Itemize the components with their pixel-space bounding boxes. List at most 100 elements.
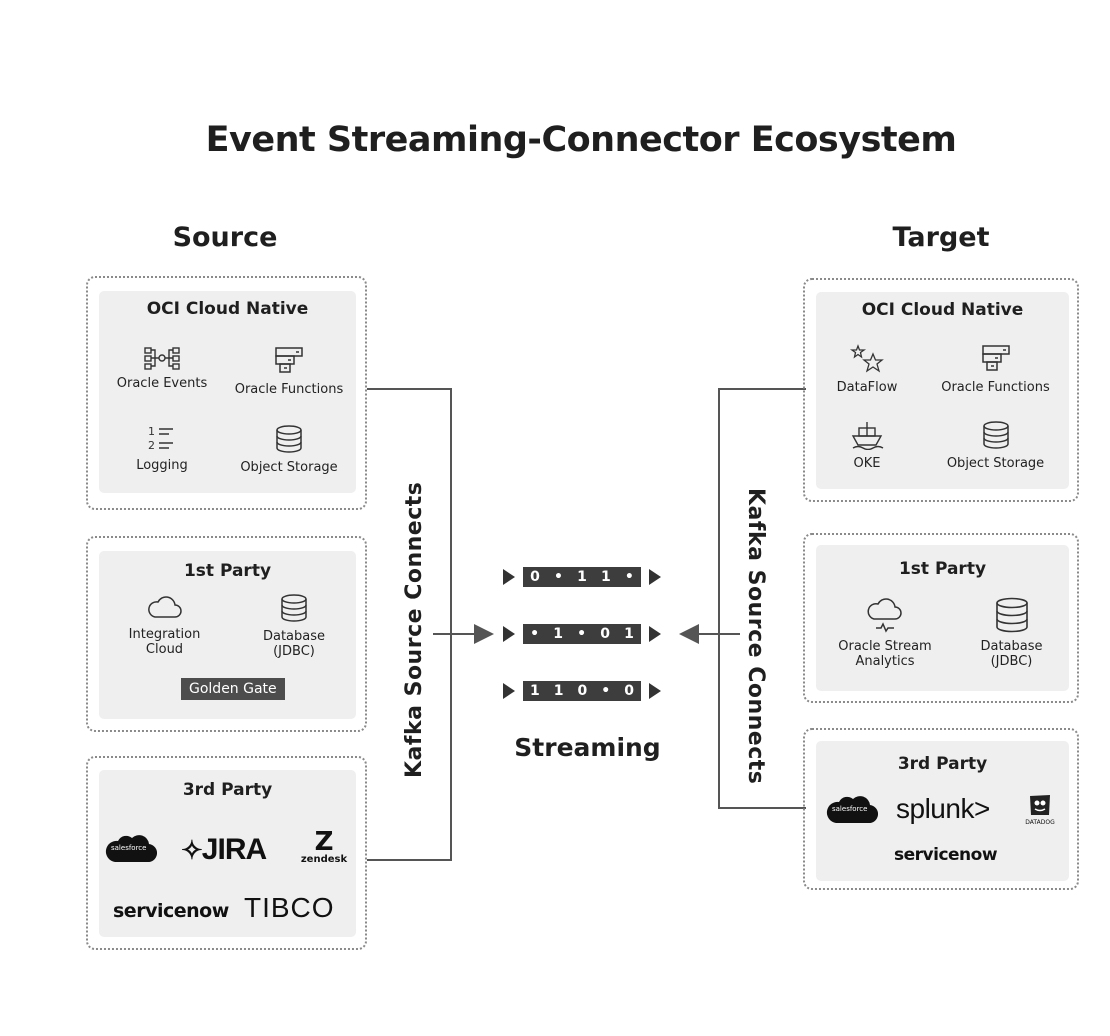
item-label: Logging — [136, 458, 188, 473]
queue-cell: • — [553, 569, 563, 585]
source-first-party-panel: 1st Party Integration Cloud Database (JD… — [99, 551, 356, 719]
splunk-logo: splunk> — [896, 793, 990, 824]
queue-cell: 0 — [577, 683, 588, 699]
oracle-events-item: Oracle Events — [107, 346, 217, 391]
svg-text:2: 2 — [148, 439, 155, 452]
queue-arrow-icon — [649, 569, 661, 585]
diagram-title: Event Streaming-Connector Ecosystem — [205, 120, 957, 160]
database-icon — [276, 425, 302, 453]
target-oci-panel: OCI Cloud Native DataFlow Oracle Functio… — [816, 292, 1069, 489]
oracle-functions-item: Oracle Functions — [229, 346, 349, 397]
queue-arrow-icon — [503, 683, 515, 699]
queue-cell: 0 — [600, 626, 610, 642]
target-heading: Target — [892, 222, 990, 253]
functions-icon — [981, 345, 1010, 371]
queue-cell: 0 — [624, 683, 634, 699]
source-oci-panel: OCI Cloud Native Oracle Events Oracle Fu… — [99, 291, 356, 493]
logging-icon: 12 — [148, 425, 173, 452]
panel-title: 1st Party — [898, 559, 987, 579]
salesforce-logo: salesforce — [105, 832, 158, 866]
object-storage-item: Object Storage — [928, 420, 1063, 471]
item-label: Oracle Functions — [234, 382, 344, 397]
source-heading: Source — [172, 222, 278, 253]
item-label: DataFlow — [836, 380, 898, 395]
panel-title: OCI Cloud Native — [146, 299, 309, 319]
cloud-icon — [147, 596, 182, 618]
oke-item: OKE — [822, 420, 912, 471]
target-third-party-group: 3rd Party salesforce splunk> DATADOG ser… — [803, 728, 1079, 890]
servicenow-logo: servicenow — [894, 845, 998, 865]
panel-title: 3rd Party — [182, 780, 273, 800]
panel-title: 3rd Party — [897, 754, 988, 774]
queue-cell: 1 — [601, 569, 611, 585]
salesforce-cloud-icon — [826, 796, 879, 824]
target-third-party-panel: 3rd Party salesforce splunk> DATADOG ser… — [816, 741, 1069, 881]
dataflow-item: DataFlow — [822, 344, 912, 395]
item-label: Database (JDBC) — [980, 639, 1043, 669]
item-label: OKE — [853, 456, 881, 471]
database-icon — [995, 597, 1028, 633]
queue-cell: • — [601, 683, 611, 699]
item-label: Oracle Events — [116, 376, 208, 391]
queue-arrow-icon — [649, 626, 661, 642]
oracle-stream-analytics-item: Oracle Stream Analytics — [830, 597, 940, 669]
item-label: Object Storage — [946, 456, 1045, 471]
queue-cell: • — [530, 626, 540, 642]
target-bracket-line — [718, 388, 806, 809]
salesforce-cloud-icon — [105, 835, 158, 863]
streaming-label: Streaming — [514, 733, 661, 762]
panel-title: 1st Party — [183, 561, 272, 581]
panel-title: OCI Cloud Native — [861, 300, 1024, 320]
golden-gate-badge: Golden Gate — [181, 678, 285, 700]
queue-cell: 1 — [530, 683, 540, 699]
jira-logo: ✧JIRA — [181, 833, 267, 866]
salesforce-logo: salesforce — [826, 793, 879, 827]
stream-analytics-cloud-icon — [867, 598, 902, 633]
datadog-logo: DATADOG — [1020, 793, 1060, 826]
target-first-party-panel: 1st Party Oracle Stream Analytics Databa… — [816, 545, 1069, 691]
queue-cell: • — [624, 569, 634, 585]
svg-text:1: 1 — [148, 425, 155, 438]
tibco-logo: TIBCO — [244, 892, 335, 923]
item-label: Oracle Stream Analytics — [838, 639, 932, 669]
functions-icon — [275, 347, 303, 373]
item-label: Object Storage — [240, 460, 338, 475]
queue-cell: • — [577, 626, 587, 642]
target-connector-label: Kafka Source Connects — [743, 488, 768, 785]
object-storage-item: Object Storage — [229, 424, 349, 475]
source-first-party-group: 1st Party Integration Cloud Database (JD… — [86, 536, 367, 732]
item-label: Oracle Functions — [941, 380, 1050, 395]
target-first-party-group: 1st Party Oracle Stream Analytics Databa… — [803, 533, 1079, 703]
queue-cell: 1 — [577, 569, 587, 585]
database-jdbc-item: Database (JDBC) — [249, 593, 339, 659]
queue-cell: 1 — [553, 683, 564, 699]
oke-ship-icon — [851, 422, 884, 450]
dataflow-stars-icon — [849, 344, 884, 373]
target-oci-group: OCI Cloud Native DataFlow Oracle Functio… — [803, 278, 1079, 502]
queue-cell: 1 — [624, 626, 634, 642]
database-icon — [281, 594, 307, 622]
queue-cell: 1 — [553, 626, 563, 642]
database-jdbc-item: Database (JDBC) — [964, 597, 1059, 669]
item-label: Database (JDBC) — [262, 629, 326, 659]
source-bracket-line — [367, 388, 452, 861]
oracle-functions-item: Oracle Functions — [928, 344, 1063, 395]
events-icon — [144, 347, 180, 370]
queue-arrow-icon — [503, 626, 515, 642]
servicenow-logo: servicenow — [113, 900, 229, 922]
item-label: Integration Cloud — [128, 627, 201, 657]
source-connector-label: Kafka Source Connects — [402, 481, 427, 778]
datadog-icon — [1030, 795, 1050, 815]
